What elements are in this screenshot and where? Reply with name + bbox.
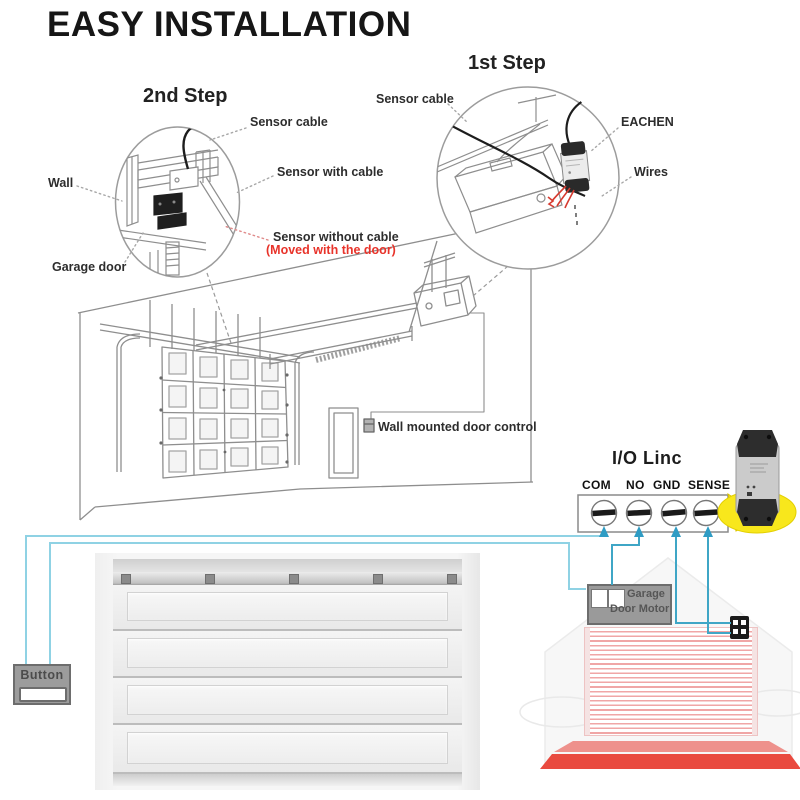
door-section (113, 585, 462, 631)
page-title: EASY INSTALLATION (47, 5, 412, 44)
garage-door-opening (113, 559, 462, 786)
door-panel (127, 732, 448, 764)
garage-interior-drawing (77, 217, 534, 521)
button-label: Button (20, 668, 64, 682)
rail-bracket (121, 574, 131, 584)
red-rolling-door (584, 627, 758, 736)
wire-no-motor (611, 534, 640, 585)
rail-bracket (205, 574, 215, 584)
garage-lintel (113, 559, 462, 572)
rail-bracket (447, 574, 457, 584)
connector-port (733, 629, 738, 634)
wall-button-box: Button (13, 664, 71, 705)
button-face (19, 687, 67, 702)
rail-bracket (373, 574, 383, 584)
door-panel (127, 592, 448, 621)
wire-sense-connector (707, 534, 731, 634)
step2-wall-label: Wall (48, 176, 74, 190)
step2-moved-note: (Moved with the door) (266, 243, 396, 257)
rail-bracket (289, 574, 299, 584)
garage-door-photo (95, 553, 480, 790)
step1-callout (436, 86, 620, 270)
eachen-device (560, 101, 591, 193)
door-section (113, 725, 462, 774)
driveway (540, 741, 800, 769)
highlight-ellipse (717, 490, 797, 534)
terminal-screws (590, 499, 720, 527)
connector-port (741, 620, 746, 625)
terminal-label-no: NO (626, 478, 645, 492)
garage-door-motor-box: Garage Door Motor (587, 584, 672, 625)
door-panel (127, 638, 448, 668)
step2-sensor-cable-label: Sensor cable (250, 115, 328, 129)
red-wires (547, 185, 575, 209)
sensor-cable-line (442, 120, 586, 198)
garage-top-rail (113, 572, 462, 585)
connector-port (733, 620, 738, 625)
wire-gnd-connector (675, 534, 731, 624)
step1-wires-label: Wires (634, 165, 668, 179)
terminal-label-sense: SENSE (688, 478, 731, 492)
door-section (113, 678, 462, 725)
terminal-label-gnd: GND (653, 478, 681, 492)
door-panel (127, 685, 448, 715)
step2-garage-door-label: Garage door (52, 260, 127, 274)
wall-control-label: Wall mounted door control (378, 420, 537, 434)
step1-sensor-cable-label: Sensor cable (376, 92, 454, 106)
sensor-connector (730, 616, 749, 639)
relay-device (735, 430, 780, 526)
step1-eachen-label: EACHEN (621, 115, 674, 129)
door-section (113, 631, 462, 678)
moved-note-leader (223, 225, 269, 241)
terminal-label-com: COM (582, 478, 611, 492)
wire-arrows (599, 526, 713, 537)
step1-heading: 1st Step (468, 52, 546, 74)
motor-label-line1: Garage (627, 588, 665, 600)
step2-sensor-without-label: Sensor without cable (273, 230, 399, 244)
iolinc-title: I/O Linc (612, 448, 683, 468)
door-bottom-shadow (113, 774, 462, 786)
step2-sensor-with-label: Sensor with cable (277, 165, 384, 179)
connector-port (741, 629, 746, 634)
motor-terminal (591, 589, 608, 608)
highlight-wedge (727, 492, 763, 532)
motor-label-line2: Door Motor (610, 603, 670, 615)
step2-heading: 2nd Step (143, 85, 228, 107)
step2-callout (114, 126, 241, 278)
callout-links (206, 265, 509, 344)
